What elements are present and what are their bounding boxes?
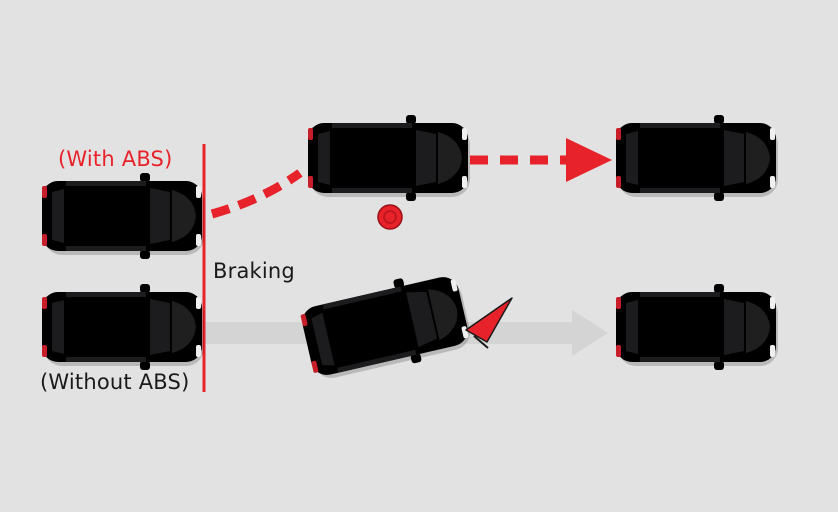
abs-path-curve xyxy=(210,169,303,219)
gray-car-start xyxy=(41,283,205,371)
red-circle-marker-icon xyxy=(377,204,403,230)
braking-label: Braking xyxy=(213,259,295,283)
gray-car-end xyxy=(615,283,779,371)
traffic-cone-icon xyxy=(465,297,513,349)
blue-car-avoiding xyxy=(307,114,471,202)
blue-car-end xyxy=(615,114,779,202)
abs-path-arrowhead xyxy=(566,138,612,182)
without-abs-label: (Without ABS) xyxy=(40,370,190,394)
gray-car-skidding xyxy=(296,264,476,387)
blue-car-start xyxy=(41,172,205,260)
with-abs-label: (With ABS) xyxy=(58,147,173,171)
